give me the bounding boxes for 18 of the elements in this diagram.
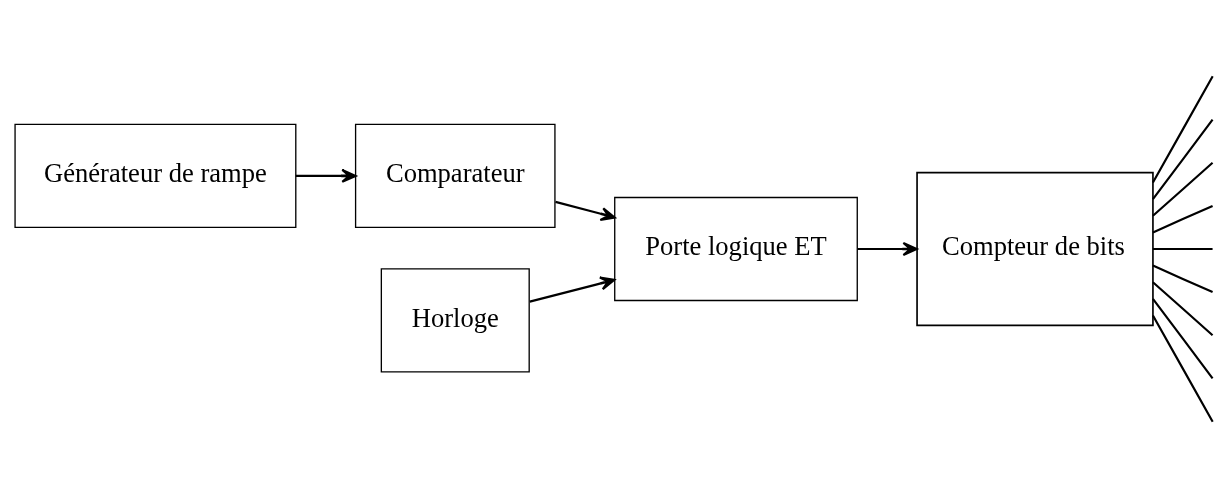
arrow — [555, 200, 616, 221]
connector — [1152, 118, 1214, 200]
node-box: Générateur de rampe — [14, 123, 297, 228]
connector — [1152, 161, 1214, 217]
node-box: Comparateur — [354, 123, 556, 228]
arrow — [529, 275, 616, 303]
arrow — [295, 168, 357, 183]
node-box: Horloge — [380, 267, 530, 373]
connector — [1152, 314, 1214, 422]
connector — [1152, 75, 1214, 183]
connector — [1152, 204, 1213, 233]
connector — [1152, 280, 1214, 336]
arrow — [857, 241, 918, 256]
node-box: Porte logique ET — [614, 196, 858, 301]
connector — [1152, 297, 1214, 379]
connector — [1152, 264, 1213, 293]
node-box: Compteur de bits — [916, 171, 1154, 326]
connector — [1152, 247, 1213, 250]
